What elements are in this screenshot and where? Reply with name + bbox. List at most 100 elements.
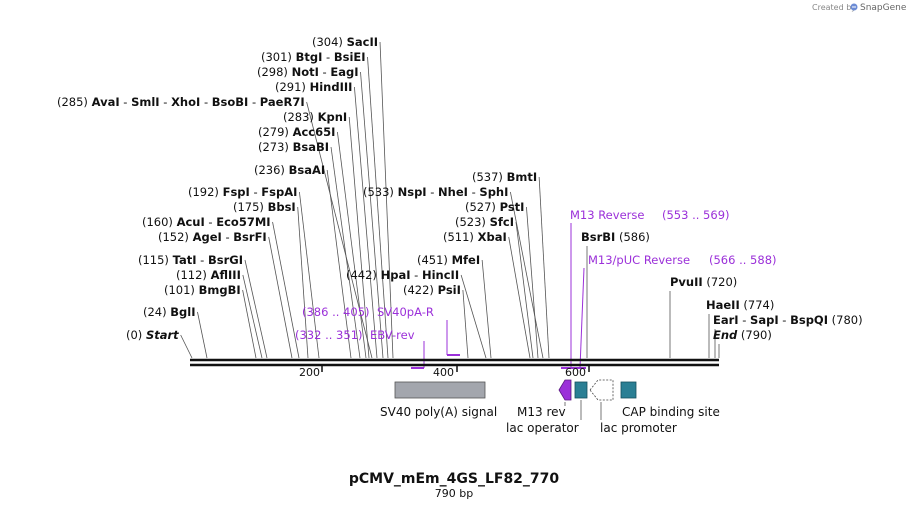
site-label-row[interactable]: (0) Start xyxy=(126,328,179,342)
primer-name: M13/pUC Reverse xyxy=(588,253,690,267)
site-label-text: (537) BmtI xyxy=(472,170,537,184)
enzyme-name: TatI xyxy=(173,253,197,267)
site-label-row[interactable]: (236) BsaAI xyxy=(254,163,325,177)
primer-ebv-rev[interactable]: (332 .. 351) EBV-rev xyxy=(295,328,425,369)
site-label-row[interactable]: (115) TatI - BsrGI xyxy=(138,253,243,267)
site-position: (422) xyxy=(403,283,438,297)
site-position: (112) xyxy=(176,268,211,282)
enzyme-name: HaeII xyxy=(706,298,740,312)
primer-name: SV40pA-R xyxy=(377,305,434,319)
site-label-row[interactable]: End (790) xyxy=(713,328,772,342)
enzyme-name: BbsI xyxy=(268,200,296,214)
site-connector-line xyxy=(462,289,469,359)
feature-sv40-polya[interactable]: SV40 poly(A) signal xyxy=(380,381,497,419)
site-label-row[interactable]: (451) MfeI xyxy=(417,253,480,267)
feature-label: lac promoter xyxy=(600,421,677,435)
site-label-row[interactable]: (152) AgeI - BsrFI xyxy=(158,230,267,244)
separator: - xyxy=(248,95,259,109)
primer-m13-reverse[interactable]: M13 Reverse (553 .. 569) xyxy=(561,208,730,369)
primer-range: (332 .. 351) xyxy=(295,328,363,342)
site-label-row[interactable]: (285) AvaI - SmlI - XhoI - BsoBI - PaeR7… xyxy=(57,95,305,109)
enzyme-name: BsrBI xyxy=(581,230,615,244)
site-connector-line xyxy=(268,236,293,359)
site-label-row[interactable]: (527) PstI xyxy=(465,200,524,214)
feature-lac-operator[interactable]: lac operator xyxy=(506,381,588,435)
site-label-row[interactable]: (283) KpnI xyxy=(283,110,347,124)
site-label-row[interactable]: (298) NotI - EagI xyxy=(257,65,359,79)
site-position: (279) xyxy=(258,125,293,139)
site-label-row[interactable]: (160) AcuI - Eco57MI xyxy=(142,215,271,229)
enzyme-name: BsrGI xyxy=(208,253,243,267)
site-label-row[interactable]: (291) HindIII xyxy=(275,80,352,94)
site-position: (537) xyxy=(472,170,507,184)
site-label-text: (160) AcuI - Eco57MI xyxy=(142,215,271,229)
site-connector-line xyxy=(299,191,320,359)
enzyme-name: End xyxy=(713,328,738,342)
site-connector-line xyxy=(306,101,373,359)
site-label-row[interactable]: (24) BglI xyxy=(143,305,195,319)
snapgene-logo xyxy=(850,3,858,11)
primer-range: (553 .. 569) xyxy=(662,208,730,222)
enzyme-name: SfcI xyxy=(490,215,514,229)
site-position: (192) xyxy=(188,185,223,199)
ruler: 200 400 600 xyxy=(299,366,590,379)
site-position: (442) xyxy=(346,268,381,282)
site-label-row[interactable]: EarI - SapI - BspQI (780) xyxy=(713,313,863,327)
site-label-row[interactable]: (511) XbaI xyxy=(443,230,507,244)
site-label-text: EarI - SapI - BspQI (780) xyxy=(713,313,863,327)
site-label-text: (283) KpnI xyxy=(283,110,347,124)
site-label-row[interactable]: (523) SfcI xyxy=(455,215,514,229)
primer-name: EBV-rev xyxy=(370,328,415,342)
site-label-row[interactable]: (304) SacII xyxy=(312,35,378,49)
site-label-row[interactable]: (279) Acc65I xyxy=(258,125,335,139)
ruler-tick-label: 600 xyxy=(565,366,586,379)
separator: - xyxy=(120,95,131,109)
site-label-row[interactable]: (175) BbsI xyxy=(233,200,296,214)
site-label-row[interactable]: (192) FspI - FspAI xyxy=(188,185,297,199)
site-label-row[interactable]: (301) BtgI - BsiEI xyxy=(261,50,366,64)
site-label-text: (192) FspI - FspAI xyxy=(188,185,297,199)
plasmid-name: pCMV_mEm_4GS_LF82_770 xyxy=(349,471,560,487)
primer-sv40pa-r[interactable]: (386 .. 405) SV40pA-R xyxy=(302,305,460,356)
site-position: (101) xyxy=(164,283,199,297)
separator: - xyxy=(427,185,438,199)
site-connector-line xyxy=(326,169,352,359)
separator: - xyxy=(739,313,750,327)
site-position: (774) xyxy=(740,298,775,312)
enzyme-name: BsoBI xyxy=(212,95,249,109)
site-label-row[interactable]: (273) BsaBI xyxy=(258,140,329,154)
credit-brand: SnapGene xyxy=(860,3,907,13)
site-position: (533) xyxy=(363,185,398,199)
site-label-row[interactable]: PvuII (720) xyxy=(670,275,737,289)
primer-m13-puc-reverse[interactable]: M13/pUC Reverse (566 .. 588) xyxy=(570,253,777,369)
site-label-row[interactable]: (533) NspI - NheI - SphI xyxy=(363,185,508,199)
enzyme-name: BtgI xyxy=(296,50,323,64)
enzyme-name: KpnI xyxy=(318,110,348,124)
site-position: (527) xyxy=(465,200,500,214)
site-label-text: (301) BtgI - BsiEI xyxy=(261,50,366,64)
enzyme-name: NspI xyxy=(398,185,427,199)
restriction-sites: (304) SacII(301) BtgI - BsiEI(298) NotI … xyxy=(57,35,863,342)
site-position: (523) xyxy=(455,215,490,229)
primer-range: (566 .. 588) xyxy=(709,253,777,267)
site-connectors xyxy=(180,41,720,359)
site-label-row[interactable]: (537) BmtI xyxy=(472,170,537,184)
feature-cap-binding-site[interactable]: CAP binding site xyxy=(620,381,720,419)
feature-lac-promoter[interactable]: lac promoter xyxy=(589,379,677,435)
site-label-text: (291) HindIII xyxy=(275,80,352,94)
site-position: (152) xyxy=(158,230,193,244)
site-label-row[interactable]: BsrBI (586) xyxy=(581,230,650,244)
site-label-row[interactable]: (442) HpaI - HincII xyxy=(346,268,459,282)
site-label-row[interactable]: (101) BmgBI xyxy=(164,283,241,297)
site-label-row[interactable]: (422) PsiI xyxy=(403,283,461,297)
site-position: (285) xyxy=(57,95,92,109)
site-label-row[interactable]: HaeII (774) xyxy=(706,298,774,312)
site-position: (273) xyxy=(258,140,293,154)
separator: - xyxy=(322,50,333,64)
site-connector-line xyxy=(197,311,208,359)
site-label-text: BsrBI (586) xyxy=(581,230,650,244)
primer-range: (386 .. 405) xyxy=(302,305,370,319)
feature-m13-rev[interactable]: M13 rev xyxy=(517,379,572,419)
site-label-row[interactable]: (112) AflIII xyxy=(176,268,241,282)
enzyme-name: FspAI xyxy=(261,185,297,199)
